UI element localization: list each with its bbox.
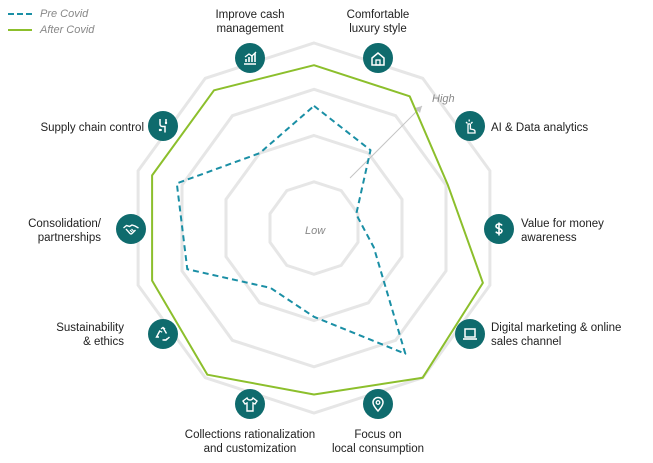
grid-ring bbox=[268, 180, 360, 276]
scale-high-label: High bbox=[432, 93, 455, 105]
scale-arrow-line bbox=[349, 105, 423, 179]
legend-swatch-solid bbox=[8, 29, 32, 31]
dollar-icon bbox=[484, 214, 514, 244]
legend-label: After Covid bbox=[40, 24, 95, 36]
ai-hand-icon bbox=[455, 111, 485, 141]
scale-arrow-head bbox=[415, 106, 422, 113]
legend-item-pre-covid: Pre Covid bbox=[8, 6, 94, 22]
scale-arrow bbox=[349, 105, 423, 179]
tshirt-icon bbox=[235, 389, 265, 419]
house-icon bbox=[363, 43, 393, 73]
category-label: AI & Data analytics bbox=[491, 122, 589, 134]
scale-low-label: Low bbox=[305, 225, 326, 237]
handshake-icon bbox=[116, 214, 146, 244]
laptop-icon bbox=[455, 319, 485, 349]
location-pin-icon bbox=[363, 389, 393, 419]
grid-ring bbox=[180, 87, 448, 369]
legend-label: Pre Covid bbox=[40, 8, 89, 20]
category-label: Supply chain control bbox=[40, 122, 144, 134]
legend-swatch-dashed bbox=[8, 13, 32, 15]
growth-chart-icon bbox=[235, 43, 265, 73]
category-label: Consolidation/partnerships bbox=[28, 218, 101, 244]
supply-chain-icon bbox=[148, 111, 178, 141]
grid-ring bbox=[224, 133, 404, 323]
category-label: Sustainability& ethics bbox=[56, 322, 124, 348]
legend-item-after-covid: After Covid bbox=[8, 22, 94, 38]
radar-series bbox=[151, 64, 484, 396]
legend: Pre Covid After Covid bbox=[8, 6, 94, 38]
recycle-icon bbox=[148, 319, 178, 349]
